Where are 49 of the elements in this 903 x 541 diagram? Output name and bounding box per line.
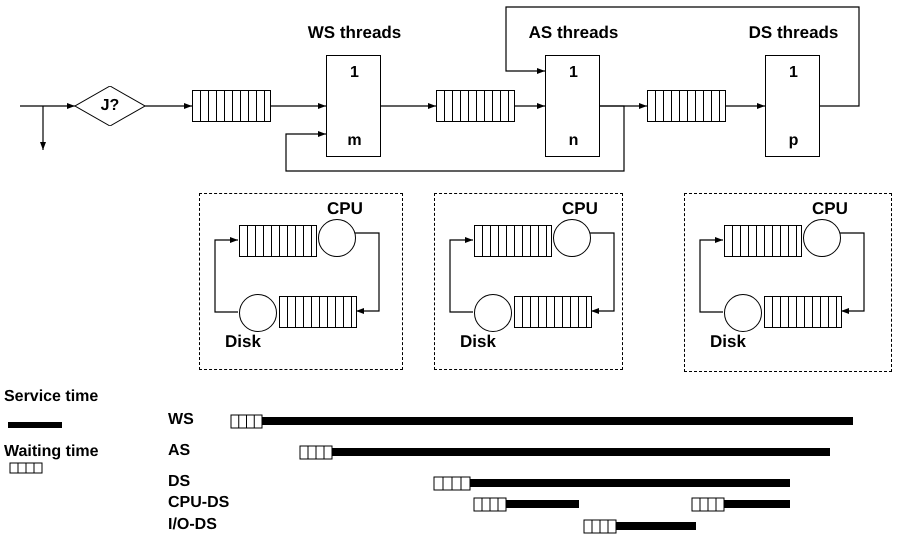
arrow	[726, 103, 765, 109]
dashed-frame	[684, 193, 892, 372]
server-label: CPU	[562, 199, 598, 219]
thread-index: 1	[349, 64, 360, 82]
arrow	[590, 232, 615, 314]
timeline-row-label: WS	[168, 411, 194, 429]
arrow	[214, 237, 238, 313]
arrow	[449, 237, 473, 313]
timeline-row-label: I/O-DS	[168, 516, 217, 534]
arrow	[355, 232, 380, 314]
queue	[474, 225, 552, 257]
arrow	[381, 103, 436, 109]
thread-index: n	[568, 132, 580, 150]
queue	[192, 90, 271, 122]
timeline-row-label: DS	[168, 473, 190, 491]
thread-index: 1	[568, 64, 579, 82]
queue	[647, 90, 726, 122]
queue	[239, 225, 317, 257]
queue	[724, 225, 802, 257]
legend-label: Waiting time	[4, 443, 99, 461]
timeline-row-label: CPU-DS	[168, 494, 230, 512]
legend-label: Service time	[4, 388, 98, 406]
thread-pool-title: DS threads	[748, 23, 840, 43]
arrow	[20, 103, 75, 109]
arrow	[515, 103, 545, 109]
server-label: Disk	[460, 332, 496, 352]
server-label: Disk	[225, 332, 261, 352]
thread-pool-title: WS threads	[306, 23, 402, 43]
arrow	[271, 103, 326, 109]
server-label: CPU	[812, 199, 848, 219]
thread-index: 1	[788, 64, 799, 82]
queue	[436, 90, 515, 122]
arrow	[285, 105, 625, 172]
arrow	[840, 232, 865, 314]
dashed-frame	[434, 193, 623, 370]
thread-pool-title: AS threads	[528, 23, 620, 43]
server-label: Disk	[710, 332, 746, 352]
timeline-row-label: AS	[168, 442, 190, 460]
server-label: CPU	[327, 199, 363, 219]
thread-index: p	[788, 132, 800, 150]
dashed-frame	[199, 193, 403, 370]
queue	[764, 296, 842, 328]
queue	[279, 296, 357, 328]
decision-label: J?	[100, 97, 120, 115]
arrow	[505, 6, 860, 107]
arrow	[145, 103, 192, 109]
arrow	[699, 237, 723, 313]
thread-index: m	[346, 132, 363, 150]
queue	[514, 296, 592, 328]
